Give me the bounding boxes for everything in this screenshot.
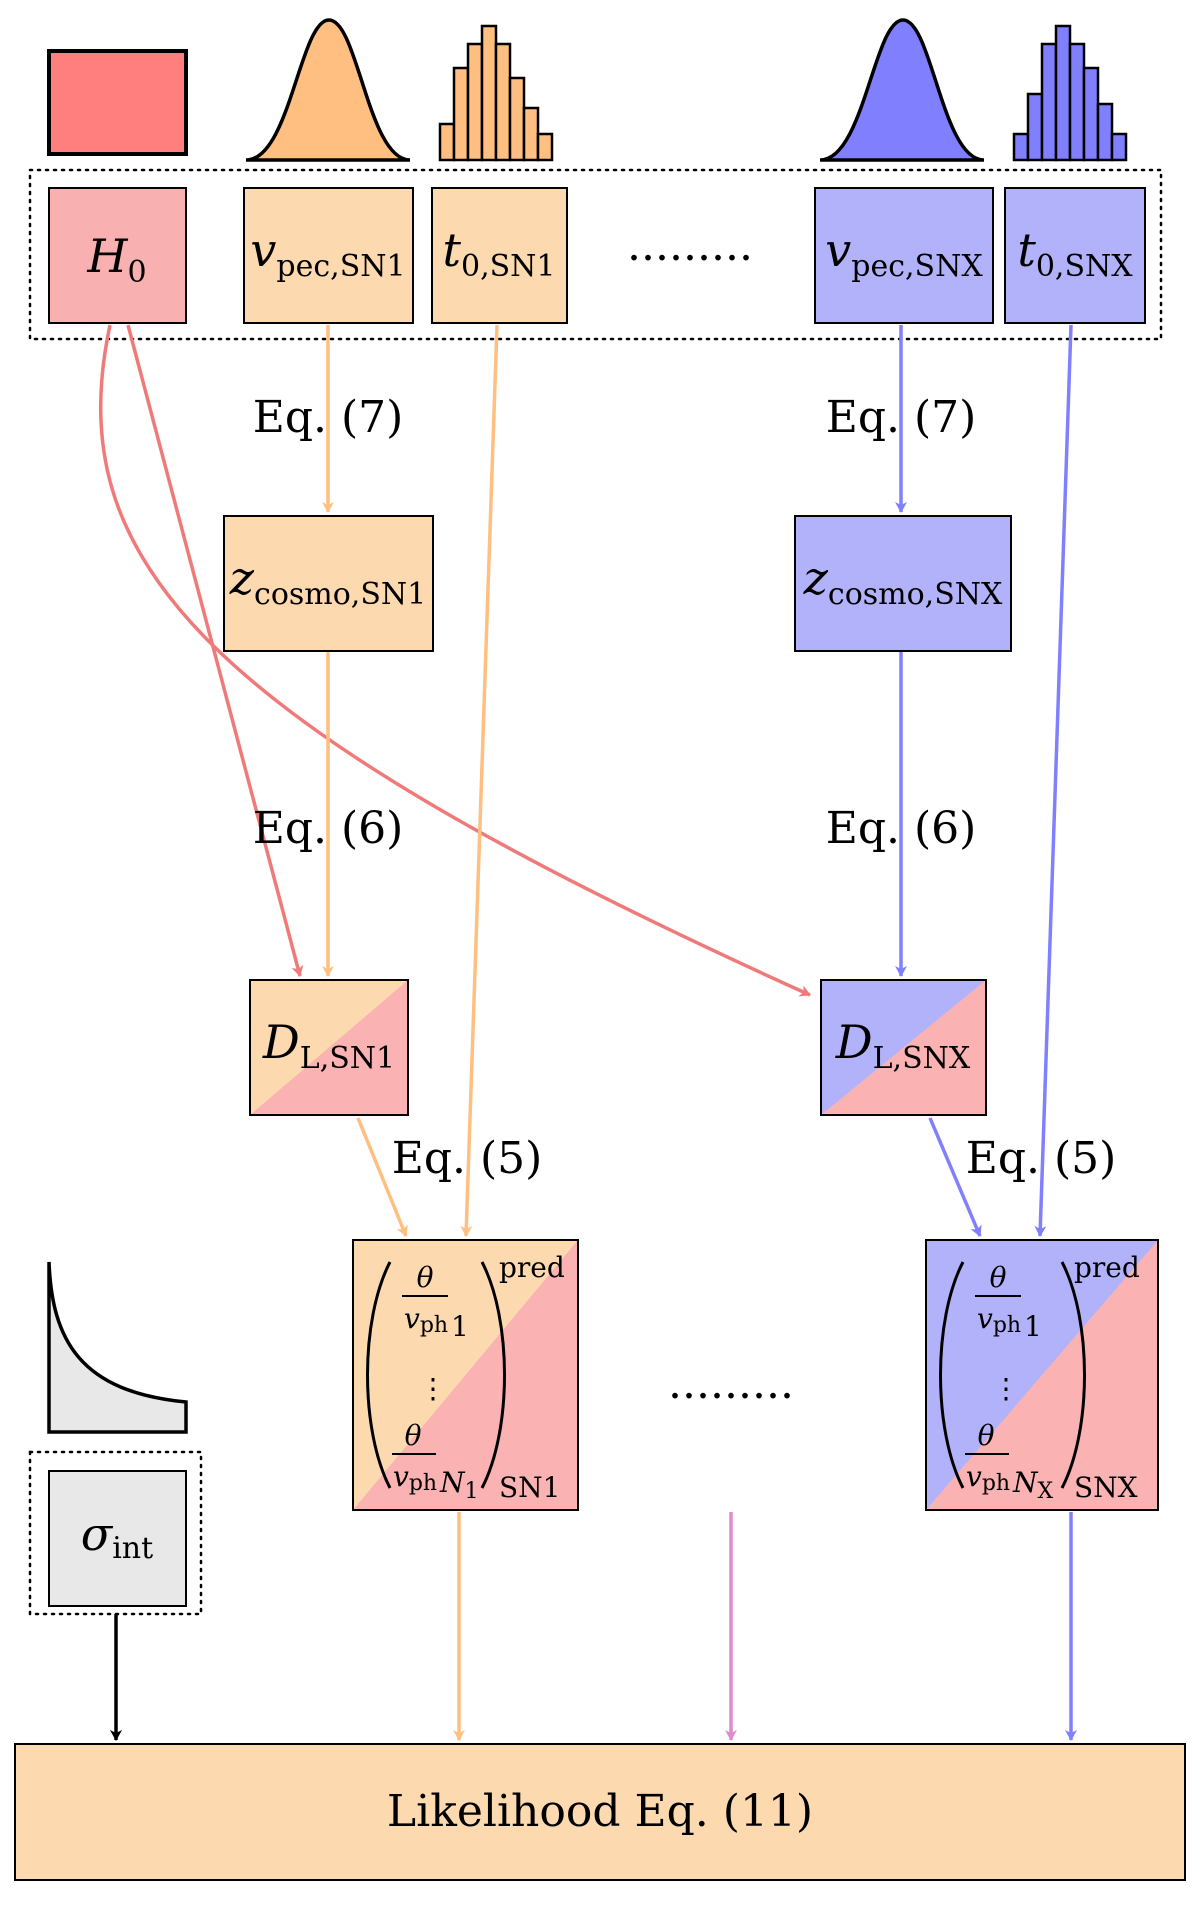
svg-text:1: 1 [451, 1310, 469, 1343]
svg-text:pred: pred [1074, 1251, 1140, 1284]
svg-text:θ: θ [990, 1261, 1007, 1294]
svg-text:1: 1 [1024, 1310, 1042, 1343]
node-zcosmo-snx: zcosmo,SNX [794, 515, 1012, 652]
gaussian-prior-icon [819, 18, 985, 162]
svg-text:pred: pred [499, 1251, 565, 1284]
svg-text:N1: N1 [439, 1466, 479, 1504]
svg-text:θ: θ [405, 1419, 422, 1452]
svg-text:θ: θ [978, 1419, 995, 1452]
uniform-prior-icon [47, 49, 188, 156]
edge-dl-snx-to-pred-snx [928, 1117, 982, 1237]
svg-text:NX: NX [1012, 1466, 1054, 1504]
edge-label-eq5-sn1: Eq. (5) [392, 1133, 543, 1184]
svg-text:θ: θ [417, 1261, 434, 1294]
node-likelihood: Likelihood Eq. (11) [14, 1743, 1186, 1881]
svg-text:σint: σint [81, 1507, 153, 1566]
node-h0: H0 [48, 187, 187, 324]
ellipsis-parameters: ......... [627, 220, 753, 271]
svg-text:Likelihood Eq. (11): Likelihood Eq. (11) [387, 1786, 813, 1837]
right-paren [480, 1261, 506, 1489]
svg-text:vpec,SNX: vpec,SNX [825, 223, 983, 284]
node-vpec-sn1: vpec,SN1 [243, 187, 414, 324]
edge-label-eq5-snx: Eq. (5) [966, 1133, 1117, 1184]
edge-t0-snx-to-pred-snx [1034, 324, 1073, 1237]
svg-text:t0,SN1: t0,SN1 [442, 223, 555, 284]
histogram-prior-icon [1012, 24, 1128, 162]
svg-text:DL,SN1: DL,SN1 [262, 1015, 395, 1076]
node-sigma-int: σint [48, 1470, 187, 1607]
svg-text:SNX: SNX [1074, 1471, 1138, 1504]
svg-text:SN1: SN1 [499, 1471, 561, 1504]
node-dl-snx: DL,SNX [820, 979, 987, 1116]
node-pred-snx: θ vph 1 ⋮ θ vph NX pred SNX [925, 1239, 1159, 1511]
svg-text:vph: vph [393, 1460, 437, 1496]
edge-h0-to-dl-sn1 [126, 324, 304, 977]
node-pred-sn1: θ vph 1 ⋮ θ vph N1 pred SN1 [352, 1239, 579, 1511]
svg-text:⋮: ⋮ [419, 1372, 447, 1405]
edge-label-eq7-sn1: Eq. (7) [253, 392, 404, 443]
node-zcosmo-sn1: zcosmo,SN1 [223, 515, 434, 652]
global-parameter-plate [28, 168, 1163, 341]
edge-t0-sn1-to-pred-sn1 [460, 324, 499, 1237]
svg-text:⋮: ⋮ [992, 1372, 1020, 1405]
decaying-prior-icon [47, 1261, 188, 1434]
edge-h0-to-dl-snx [98, 324, 811, 997]
svg-text:zcosmo,SN1: zcosmo,SN1 [229, 551, 426, 612]
node-dl-sn1: DL,SN1 [249, 979, 409, 1116]
edge-label-eq6-snx: Eq. (6) [826, 803, 977, 854]
edge-dl-sn1-to-pred-sn1 [356, 1117, 408, 1237]
gaussian-prior-icon [245, 18, 411, 162]
node-t0-sn1: t0,SN1 [431, 187, 568, 324]
svg-text:zcosmo,SNX: zcosmo,SNX [803, 551, 1003, 612]
svg-text:DL,SNX: DL,SNX [835, 1015, 971, 1076]
node-t0-snx: t0,SNX [1004, 187, 1146, 324]
left-paren [366, 1261, 392, 1489]
svg-text:H0: H0 [86, 229, 146, 290]
histogram-prior-icon [438, 24, 554, 162]
svg-text:t0,SNX: t0,SNX [1017, 223, 1133, 284]
edge-label-eq7-snx: Eq. (7) [826, 392, 977, 443]
right-paren [1060, 1261, 1086, 1489]
node-vpec-snx: vpec,SNX [814, 187, 994, 324]
svg-text:vph: vph [404, 1302, 448, 1338]
svg-text:vph: vph [977, 1302, 1021, 1338]
svg-text:vpec,SN1: vpec,SN1 [250, 223, 405, 284]
svg-text:vph: vph [966, 1460, 1010, 1496]
ellipsis-predictions: ......... [668, 1358, 794, 1409]
edge-label-eq6-sn1: Eq. (6) [253, 803, 404, 854]
left-paren [939, 1261, 965, 1489]
